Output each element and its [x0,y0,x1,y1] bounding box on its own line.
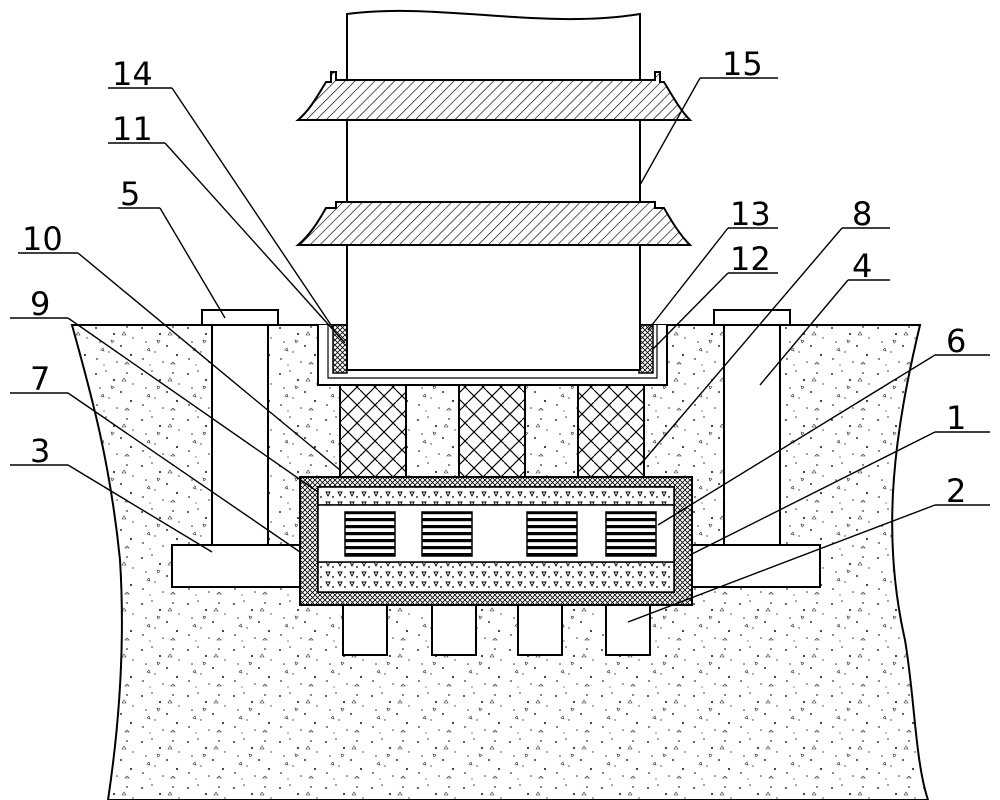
left-column [211,324,269,546]
main-pole [346,9,641,371]
damping-block-1 [344,511,396,557]
callout-6: 6 [946,322,966,360]
support-pillar-center [458,384,526,478]
right-column-cap [713,309,791,326]
right-column [723,324,781,546]
socket-inner-line [327,325,658,379]
callout-1: 1 [946,399,966,437]
leader-lines [10,77,990,623]
callout-11: 11 [112,110,153,148]
left-anchor-beam [171,544,301,588]
callout-2: 2 [946,472,966,510]
callout-4: 4 [852,247,872,285]
bottom-pile-1 [342,604,388,656]
callout-13: 13 [730,195,771,233]
damping-block-4 [605,511,657,557]
callout-3: 3 [30,432,50,470]
bottom-pile-3 [517,604,563,656]
callout-14: 14 [112,55,153,93]
right-anchor-beam [691,544,821,588]
lower-skirt-ring [295,201,693,246]
callout-9: 9 [30,285,50,323]
callout-12: 12 [730,240,771,278]
bottom-pile-2 [431,604,477,656]
bottom-filler-layer [317,561,675,593]
callout-5: 5 [120,175,140,213]
support-pillar-right [577,384,645,478]
callout-8: 8 [852,195,872,233]
upper-skirt-ring [295,71,693,121]
support-pillar-left [339,384,407,478]
right-socket-liner [638,324,654,374]
callout-15: 15 [722,45,763,83]
left-column-cap [201,309,279,326]
damping-block-3 [526,511,578,557]
callout-7: 7 [30,360,50,398]
callout-10: 10 [22,220,63,258]
damping-block-2 [421,511,473,557]
bottom-pile-4 [605,604,651,656]
top-filler-layer [317,486,675,506]
